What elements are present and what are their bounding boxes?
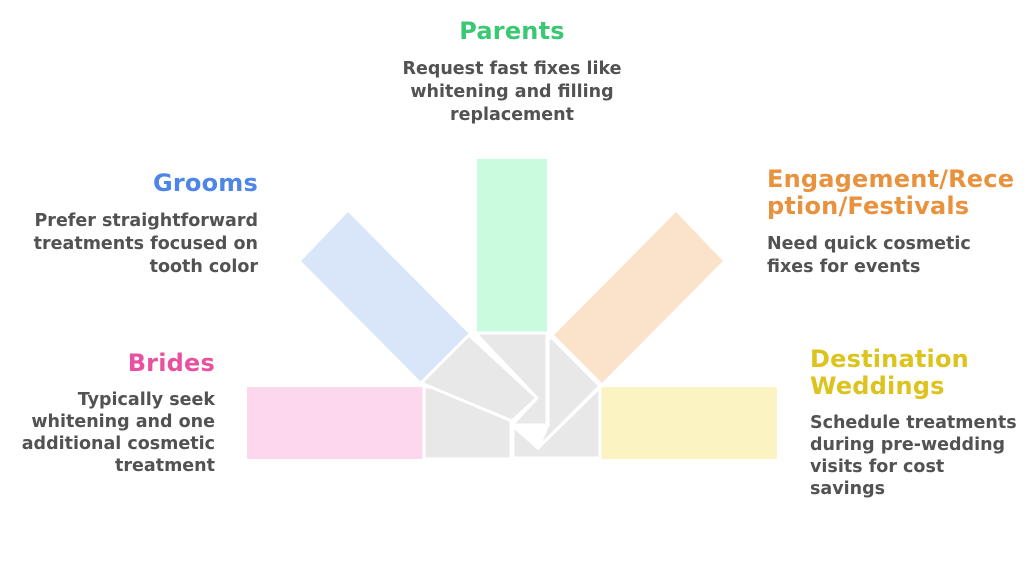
- title-line: Destination: [810, 345, 969, 373]
- arrow-tails: [247, 159, 777, 459]
- description-line: additional cosmetic: [21, 434, 215, 454]
- parents-title: Parents: [459, 17, 565, 45]
- segment-grooms: Grooms Prefer straightforward treatments…: [16, 170, 258, 279]
- description-line: fixes for events: [767, 257, 921, 277]
- description-line: replacement: [449, 105, 574, 125]
- title-line: Engagement/Rece: [767, 165, 1015, 193]
- destination-weddings-title: Destination Weddings: [810, 346, 1022, 400]
- description-line: whitening and one: [31, 412, 215, 432]
- segment-brides: Brides Typically seek whitening and one …: [5, 350, 215, 477]
- description-line: Prefer straightforward: [34, 211, 258, 231]
- description-line: Typically seek: [77, 390, 215, 410]
- destination-weddings-description: Schedule treatments during pre-wedding v…: [810, 412, 1022, 500]
- description-line: Need quick cosmetic: [767, 234, 971, 254]
- description-line: treatment: [115, 456, 215, 476]
- engagement-bar: [554, 212, 723, 383]
- grooms-title: Grooms: [152, 169, 258, 197]
- segment-destination-weddings: Destination Weddings Schedule treatments…: [810, 346, 1022, 500]
- brides-title: Brides: [127, 349, 215, 377]
- parents-arrowhead: [475, 331, 549, 427]
- title-line: Weddings: [810, 372, 945, 400]
- segment-parents: Parents Request fast fixes like whitenin…: [352, 18, 672, 127]
- grooms-bar: [301, 212, 470, 383]
- engagement-title: Engagement/Rece ption/Festivals: [767, 165, 1015, 220]
- parents-bar: [477, 159, 547, 333]
- description-line: during pre-wedding: [810, 435, 1006, 455]
- destination-weddings-bar: [601, 387, 777, 459]
- description-line: whitening and filling: [410, 82, 614, 102]
- description-line: tooth color: [149, 257, 258, 277]
- grooms-arrowhead: [419, 333, 539, 423]
- grooms-description: Prefer straightforward treatments focuse…: [16, 210, 258, 279]
- brides-bar: [247, 387, 423, 459]
- description-line: Request fast fixes like: [402, 59, 622, 79]
- description-line: Schedule treatments: [810, 413, 1017, 433]
- description-line: visits for cost savings: [810, 457, 945, 499]
- brides-description: Typically seek whitening and one additio…: [5, 389, 215, 477]
- parents-description: Request fast fixes like whitening and fi…: [352, 58, 672, 127]
- segment-engagement-reception-festivals: Engagement/Rece ption/Festivals Need qui…: [767, 165, 1015, 279]
- arrow-heads: [419, 331, 602, 461]
- description-line: treatments focused on: [33, 234, 258, 254]
- engagement-description: Need quick cosmetic fixes for events: [767, 233, 1002, 279]
- title-line: ption/Festivals: [767, 192, 970, 220]
- destination-weddings-arrowhead: [511, 385, 602, 460]
